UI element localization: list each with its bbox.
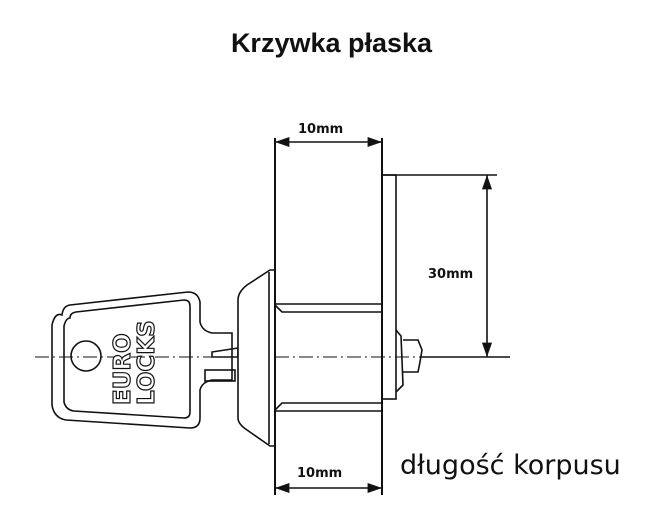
key-brand-line1: EURO	[110, 333, 136, 405]
key-hole	[70, 340, 102, 372]
key-brand-line2: LOCKS	[134, 320, 160, 405]
key-logo: EURO LOCKS	[109, 320, 160, 406]
diagram-title: Krzywka płaska	[230, 28, 433, 58]
dimension-bottom-label: 10mm	[297, 466, 342, 481]
cam-plate	[381, 174, 423, 400]
lock-bezel	[237, 269, 276, 447]
lock-body	[274, 138, 383, 495]
dimension-height: 30mm	[420, 175, 510, 358]
dimension-bottom: 10mm	[275, 466, 382, 494]
key	[51, 291, 239, 429]
dimension-top: 10mm	[275, 122, 497, 176]
dimension-height-label: 30mm	[428, 267, 473, 282]
body-length-caption: długość korpusu	[400, 450, 621, 481]
dimension-top-label: 10mm	[298, 122, 343, 137]
